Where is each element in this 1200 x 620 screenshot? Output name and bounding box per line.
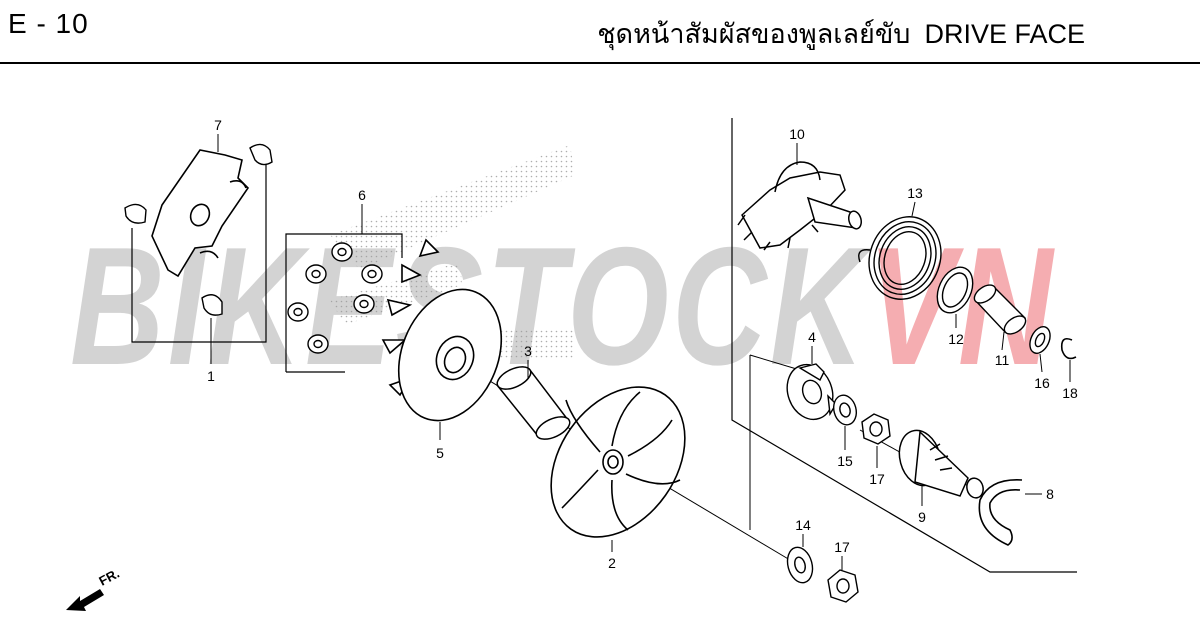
front-arrow-icon: [66, 589, 104, 611]
page-header: E - 10 ชุดหน้าสัมผัสของพูลเลย์ขับ DRIVE F…: [0, 0, 1200, 64]
part-weight-rollers: [287, 242, 383, 354]
callout-part-16: 16: [1034, 375, 1050, 391]
callout-part-6: 6: [358, 187, 366, 203]
part-nut-upper: [861, 413, 891, 445]
callout-part-1: 1: [207, 368, 215, 384]
callouts: 1 2 3 4 5 6 7 8 9 10 11 12 13 14 15 16 1…: [207, 117, 1078, 571]
part-nut-bottom: [827, 569, 859, 603]
callout-part-17-lower: 17: [834, 539, 850, 555]
callout-part-17-upper: 17: [869, 471, 885, 487]
part-spring-seat: [936, 266, 974, 314]
page-code: E - 10: [8, 8, 89, 39]
exploded-parts-diagram: 1 2 3 4 5 6 7 8 9 10 11 12 13 14 15 16 1…: [66, 117, 1078, 611]
part-drive-face: [381, 238, 503, 422]
group-bracket-kickstarter: [731, 118, 1077, 573]
callout-part-15: 15: [837, 453, 853, 469]
callout-part-5: 5: [436, 445, 444, 461]
callout-part-7: 7: [214, 117, 222, 133]
part-kick-collar: [973, 284, 1027, 335]
part-washer-15: [832, 394, 858, 426]
callout-part-9: 9: [918, 509, 926, 525]
page-title-english: DRIVE FACE: [924, 19, 1085, 49]
callout-part-11: 11: [995, 352, 1010, 368]
group-bracket-left: [131, 165, 267, 343]
part-ratchet: [786, 363, 837, 421]
part-kick-spindle: [737, 161, 862, 251]
part-collar: [495, 366, 571, 440]
callout-part-3: 3: [524, 343, 532, 359]
group-bracket-weight-rollers: [285, 233, 403, 373]
leader-lines: [210, 134, 1071, 570]
part-circlip: [1060, 337, 1077, 360]
page-title: ชุดหน้าสัมผัสของพูลเลย์ขับ DRIVE FACE: [597, 12, 1085, 55]
callout-part-18: 18: [1062, 385, 1078, 401]
header-rule: [0, 62, 1200, 64]
part-spring-clip: [978, 479, 1023, 546]
part-washer: [786, 546, 814, 584]
callout-part-14: 14: [795, 517, 811, 533]
page-title-thai: ชุดหน้าสัมผัสของพูลเลย์ขับ: [597, 19, 911, 49]
part-washer-16: [1029, 326, 1051, 354]
part-drive-plate: [151, 149, 250, 278]
callout-part-13: 13: [907, 185, 923, 201]
front-direction-indicator: FR.: [66, 566, 122, 611]
part-kick-spring: [858, 216, 942, 300]
part-guide-clip: [124, 143, 273, 316]
callout-part-2: 2: [608, 555, 616, 571]
callout-part-10: 10: [789, 126, 805, 142]
front-label: FR.: [96, 566, 122, 589]
callout-part-4: 4: [808, 329, 816, 345]
callout-part-12: 12: [948, 331, 964, 347]
part-movable-face: [550, 386, 686, 538]
part-starter-gear: [898, 429, 984, 499]
callout-part-8: 8: [1046, 486, 1054, 502]
